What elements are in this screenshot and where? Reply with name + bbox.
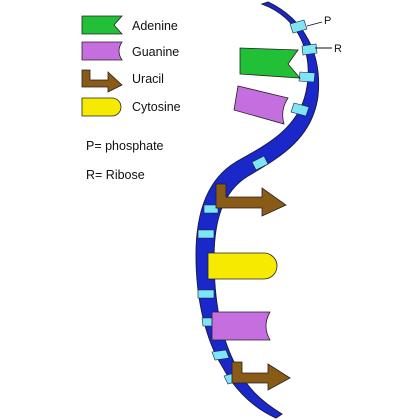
phosphate-segment [289, 19, 308, 34]
base-uracil-lower [231, 361, 291, 391]
phosphate-segment [203, 204, 219, 214]
uracil-icon [81, 69, 123, 93]
key-phosphate: P= phosphate [86, 139, 164, 153]
ribose-backbone [195, 1, 320, 419]
base-uracil [215, 183, 287, 217]
phosphate-segment [298, 71, 316, 83]
legend-item-cytosine: Cytosine [81, 97, 181, 117]
callout-p: P [324, 15, 331, 27]
base-guanine [233, 85, 289, 125]
legend-label-cytosine: Cytosine [132, 100, 181, 114]
cytosine-icon [81, 97, 122, 117]
phosphate-segment [197, 289, 215, 299]
bases [207, 47, 301, 391]
phosphate-segment [211, 349, 230, 361]
legend-item-uracil: Uracil [81, 69, 164, 93]
legend-item-adenine: Adenine [81, 15, 178, 35]
legend-label-uracil: Uracil [132, 72, 164, 86]
phosphate-segment [251, 155, 269, 171]
guanine-icon [81, 41, 123, 61]
base-adenine [239, 47, 301, 79]
rna-strand [195, 1, 320, 419]
base-guanine-lower [211, 311, 271, 341]
phosphate-segments [197, 19, 318, 385]
legend-label-guanine: Guanine [132, 45, 179, 59]
callout-r: R [334, 43, 342, 55]
legend: Adenine Guanine Uracil Cytosine P= phosp… [81, 15, 181, 182]
phosphate-segment [197, 229, 215, 239]
callouts: P R [306, 15, 342, 55]
callout-line-p [306, 21, 323, 27]
legend-item-guanine: Guanine [81, 41, 179, 61]
legend-label-adenine: Adenine [132, 19, 178, 33]
base-cytosine [207, 252, 278, 280]
phosphate-segment [301, 43, 318, 56]
key-ribose: R= Ribose [86, 168, 145, 182]
phosphate-segment [290, 102, 310, 117]
adenine-icon [81, 15, 123, 35]
